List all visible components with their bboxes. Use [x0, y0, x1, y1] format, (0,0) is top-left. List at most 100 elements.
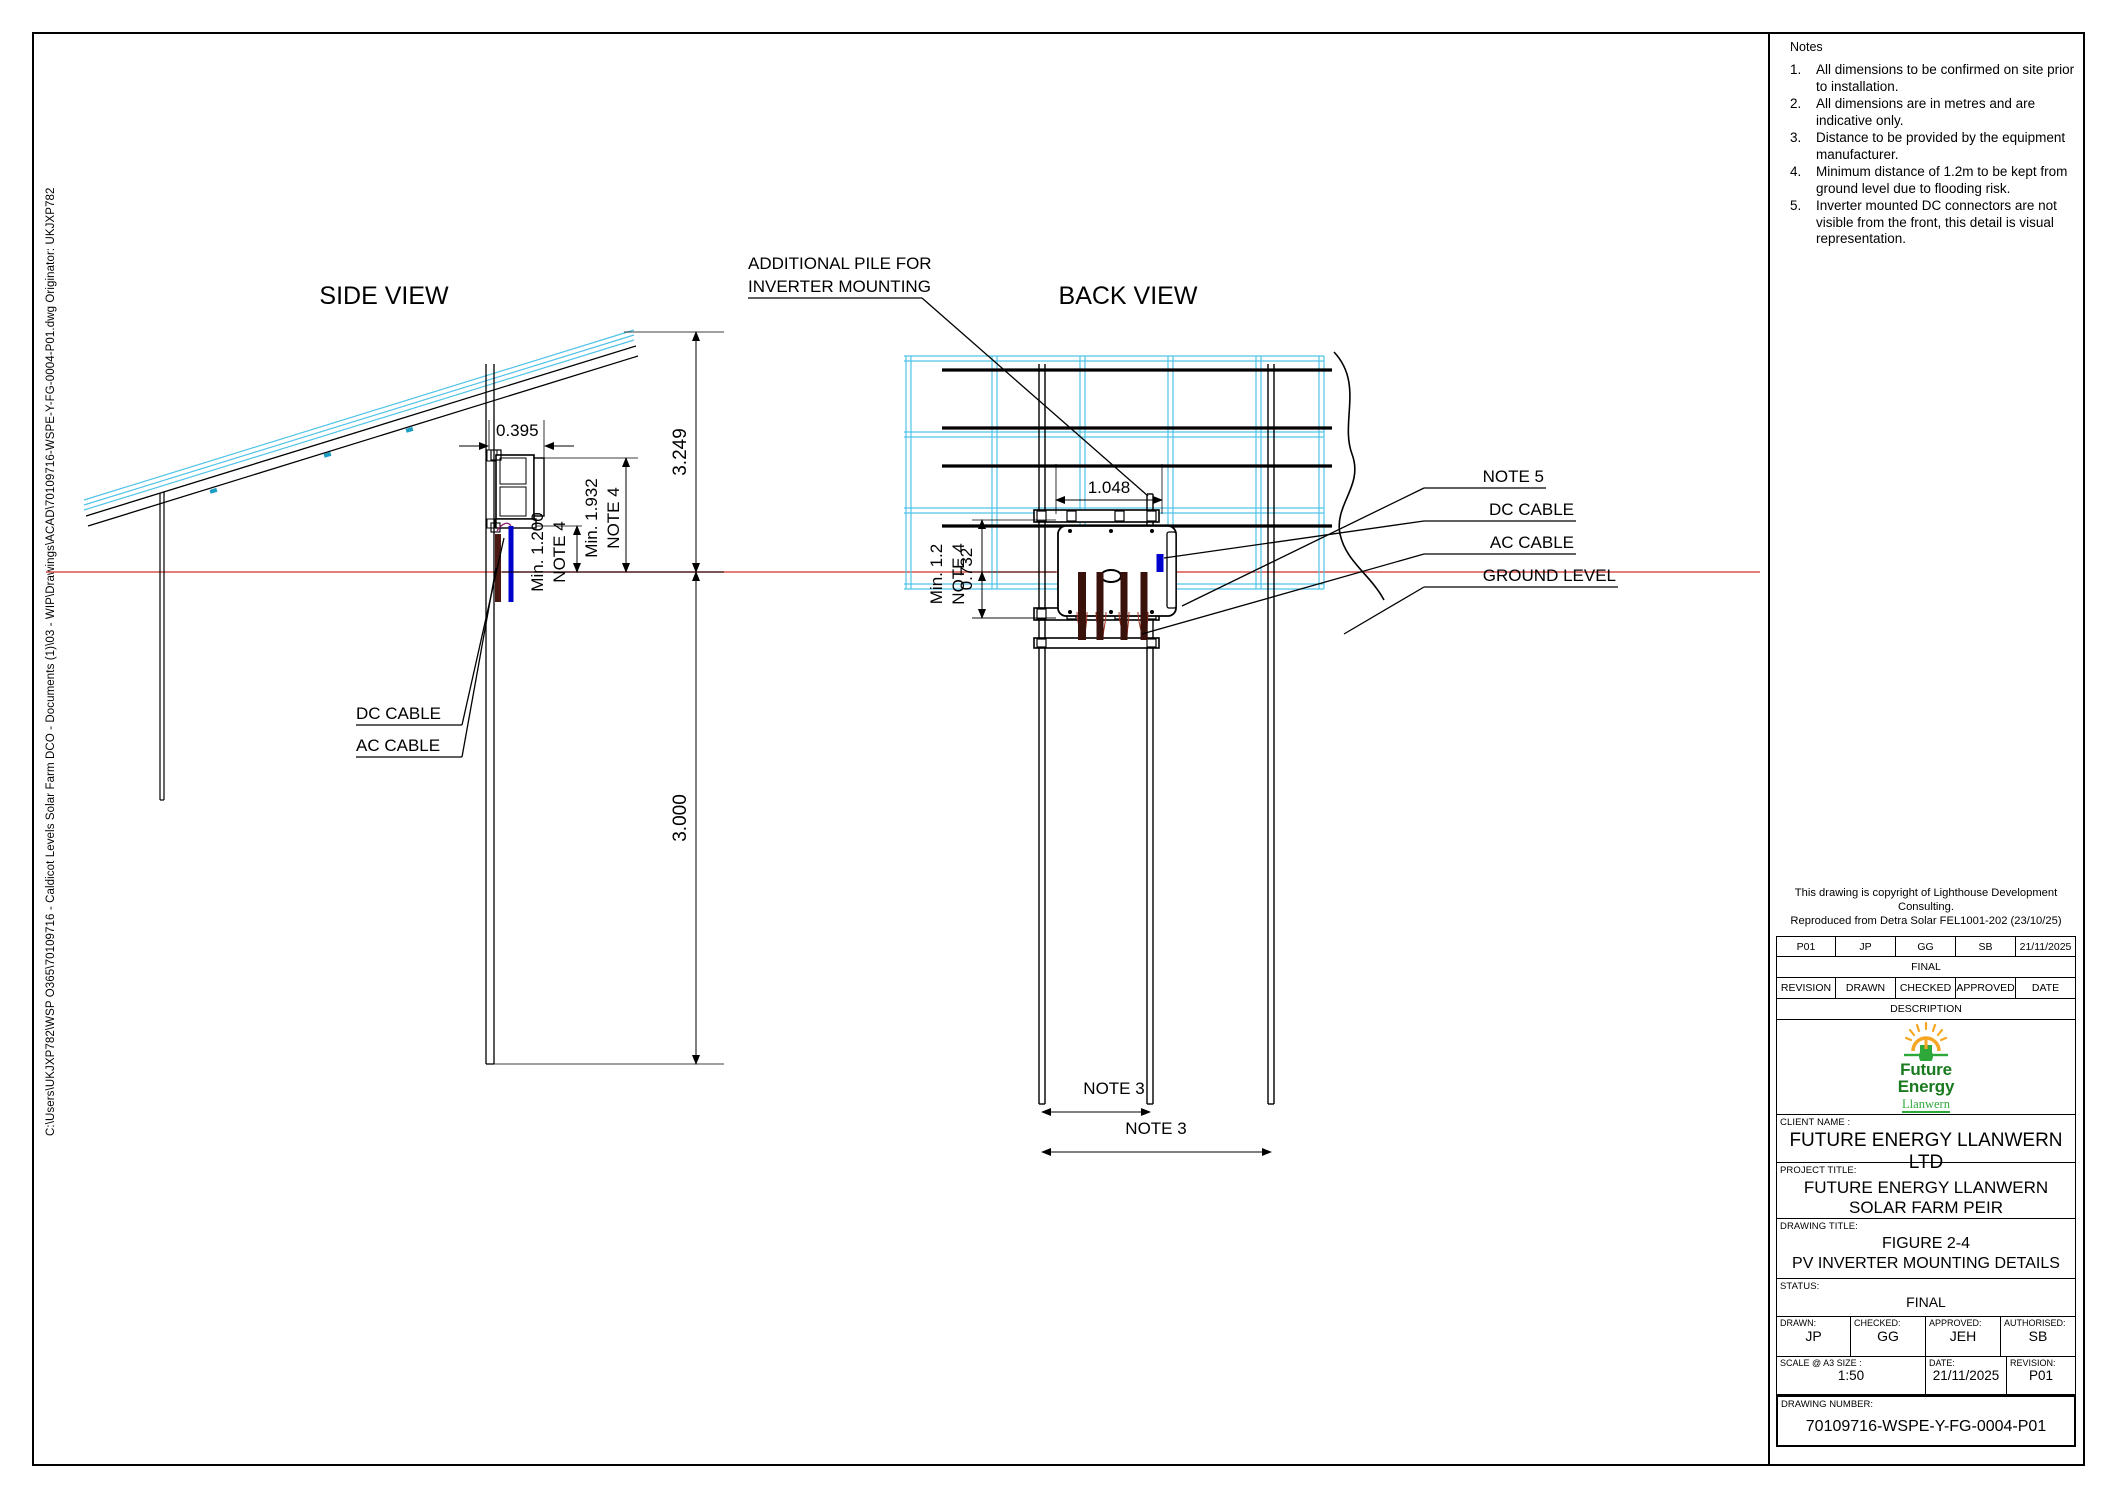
drawing-title-value: FIGURE 2-4 PV INVERTER MOUNTING DETAILS [1777, 1232, 2075, 1279]
logo-text-energy: Energy [1897, 1077, 1955, 1096]
drawing-number-value: 70109716-WSPE-Y-FG-0004-P01 [1805, 1418, 2047, 1435]
revision-entry-row: P01 JP GG SB 21/11/2025 [1776, 936, 2076, 957]
revision-description: FINAL [1776, 957, 2076, 978]
signoff-row: DRAWN: JP CHECKED: GG APPROVED: JEH AUTH… [1776, 1317, 2076, 1357]
svg-text:Min. 1.2: Min. 1.2 [927, 544, 946, 604]
svg-text:NOTE 5: NOTE 5 [1483, 467, 1544, 486]
note-text: All dimensions are in metres and are ind… [1816, 96, 2036, 128]
drawn-value: JP [1836, 936, 1896, 957]
drawing-title-box: DRAWING TITLE: FIGURE 2-4 PV INVERTER MO… [1776, 1219, 2076, 1279]
revision-value: P01 [1776, 936, 1836, 957]
logo-text-llanwern: Llanwern [1902, 1097, 1950, 1113]
note-item: 2. All dimensions are in metres and are … [1790, 96, 2080, 129]
project-title-line-2: SOLAR FARM PEIR [1849, 1198, 2003, 1217]
header-date: DATE [2016, 978, 2076, 999]
svg-text:DC CABLE: DC CABLE [356, 704, 441, 723]
date-label: DATE: [1929, 1358, 1955, 1368]
revision-cell: REVISION: P01 [2007, 1357, 2076, 1395]
note-text: Minimum distance of 1.2m to be kept from… [1816, 164, 2068, 196]
header-checked: CHECKED [1896, 978, 1956, 999]
back-view-title: BACK VIEW [1059, 282, 1198, 310]
sun-bulb-icon [1880, 1021, 1972, 1061]
approved-value: SB [1956, 936, 2016, 957]
svg-text:AC CABLE: AC CABLE [356, 736, 440, 755]
svg-text:ADDITIONAL PILE FOR: ADDITIONAL PILE FOR [748, 254, 932, 273]
svg-text:0.732: 0.732 [957, 548, 976, 591]
title-block-divider [1768, 34, 1770, 1464]
header-description: DESCRIPTION [1776, 999, 2076, 1020]
authorised-label: AUTHORISED: [2004, 1318, 2066, 1328]
approved-label: APPROVED: [1929, 1318, 1982, 1328]
project-title-box: PROJECT TITLE: FUTURE ENERGY LLANWERN SO… [1776, 1163, 2076, 1219]
approved-value: JEH [1949, 1328, 1977, 1344]
side-view-dim-3000: 3.000 [486, 571, 724, 1065]
revision-label: REVISION: [2010, 1358, 2056, 1368]
checked-cell: CHECKED: GG [1851, 1317, 1926, 1357]
svg-text:NOTE 4: NOTE 4 [550, 521, 569, 582]
project-title-label: PROJECT TITLE: [1780, 1165, 1857, 1176]
notes-panel: Notes 1. All dimensions to be confirmed … [1790, 40, 2080, 249]
revision-table: P01 JP GG SB 21/11/2025 FINAL REVISION D… [1776, 936, 2076, 1020]
revision-description-row: FINAL [1776, 957, 2076, 978]
svg-text:NOTE 4: NOTE 4 [949, 543, 968, 604]
back-view-right-labels: NOTE 5 DC CABLE AC CABLE GROUND LEVEL [1141, 467, 1618, 635]
side-view-front-pile [159, 492, 165, 801]
client-name-label: CLIENT NAME : [1780, 1117, 1851, 1128]
svg-text:AC CABLE: AC CABLE [1490, 533, 1574, 552]
note-number: 3. [1790, 130, 1802, 145]
svg-text:INVERTER MOUNTING: INVERTER MOUNTING [748, 277, 931, 296]
project-title-value: FUTURE ENERGY LLANWERN SOLAR FARM PEIR [1777, 1176, 2075, 1223]
date-value: 21/11/2025 [2016, 936, 2076, 957]
note-number: 5. [1790, 198, 1802, 213]
drawing-title-line-2: PV INVERTER MOUNTING DETAILS [1792, 1255, 2060, 1272]
scale-cell: SCALE @ A3 SIZE : 1:50 [1776, 1357, 1926, 1395]
side-view-dim-0395: 0.395 [459, 420, 574, 458]
side-view-cable-labels: DC CABLE AC CABLE [356, 537, 505, 758]
back-view-group: BACK VIEW [748, 254, 1618, 1156]
svg-text:Min. 1.200: Min. 1.200 [528, 512, 547, 591]
note-text: Distance to be provided by the equipment… [1816, 130, 2066, 162]
svg-text:NOTE 3: NOTE 3 [1083, 1079, 1144, 1098]
header-approved: APPROVED [1956, 978, 2016, 999]
copyright-block: This drawing is copyright of Lighthouse … [1776, 886, 2076, 928]
back-view-additional-pile-label: ADDITIONAL PILE FOR INVERTER MOUNTING [748, 254, 1149, 497]
svg-text:GROUND LEVEL: GROUND LEVEL [1483, 566, 1616, 585]
svg-text:DC CABLE: DC CABLE [1489, 500, 1574, 519]
header-drawn: DRAWN [1836, 978, 1896, 999]
drawing-title-label: DRAWING TITLE: [1780, 1221, 1858, 1232]
note-number: 1. [1790, 62, 1802, 77]
svg-text:Min. 1.932: Min. 1.932 [582, 478, 601, 557]
svg-text:3.000: 3.000 [670, 794, 691, 842]
description-header-row: DESCRIPTION [1776, 999, 2076, 1020]
drawing-number-label: DRAWING NUMBER: [1781, 1399, 1874, 1410]
note-number: 2. [1790, 96, 1802, 111]
back-view-break-line [1333, 351, 1385, 601]
side-view-pv-module [83, 329, 639, 527]
authorised-cell: AUTHORISED: SB [2001, 1317, 2076, 1357]
status-value: FINAL [1906, 1294, 1946, 1310]
note-item: 5. Inverter mounted DC connectors are no… [1790, 198, 2080, 248]
drawing-canvas: SIDE VIEW [34, 34, 1766, 1464]
note-text: Inverter mounted DC connectors are not v… [1816, 198, 2057, 246]
date-value: 21/11/2025 [1932, 1368, 2000, 1383]
checked-value: GG [1896, 936, 1956, 957]
note-text: All dimensions to be confirmed on site p… [1816, 62, 2075, 94]
side-view-inverter [490, 449, 545, 533]
checked-label: CHECKED: [1854, 1318, 1901, 1328]
drawn-cell: DRAWN: JP [1776, 1317, 1851, 1357]
revision-header-row: REVISION DRAWN CHECKED APPROVED DATE [1776, 978, 2076, 999]
back-view-dim-min12: Min. 1.2 NOTE 4 [927, 543, 1056, 619]
authorised-value: SB [2028, 1328, 2048, 1344]
back-view-dim-0732: 0.732 [957, 519, 1056, 619]
back-view-pile-left [1038, 364, 1046, 1105]
back-view-rails [942, 368, 1332, 528]
note-item: 4. Minimum distance of 1.2m to be kept f… [1790, 164, 2080, 197]
svg-text:0.395: 0.395 [496, 421, 539, 440]
back-view-piles [1267, 364, 1275, 1105]
drawing-title-line-1: FIGURE 2-4 [1881, 1235, 1970, 1252]
logo-text-future: Future [1900, 1060, 1952, 1079]
client-name-box: CLIENT NAME : FUTURE ENERGY LLANWERN LTD [1776, 1115, 2076, 1173]
revision-value: P01 [2028, 1368, 2054, 1383]
future-energy-llanwern-logo: Future Energy Llanwern [1880, 1021, 1972, 1113]
